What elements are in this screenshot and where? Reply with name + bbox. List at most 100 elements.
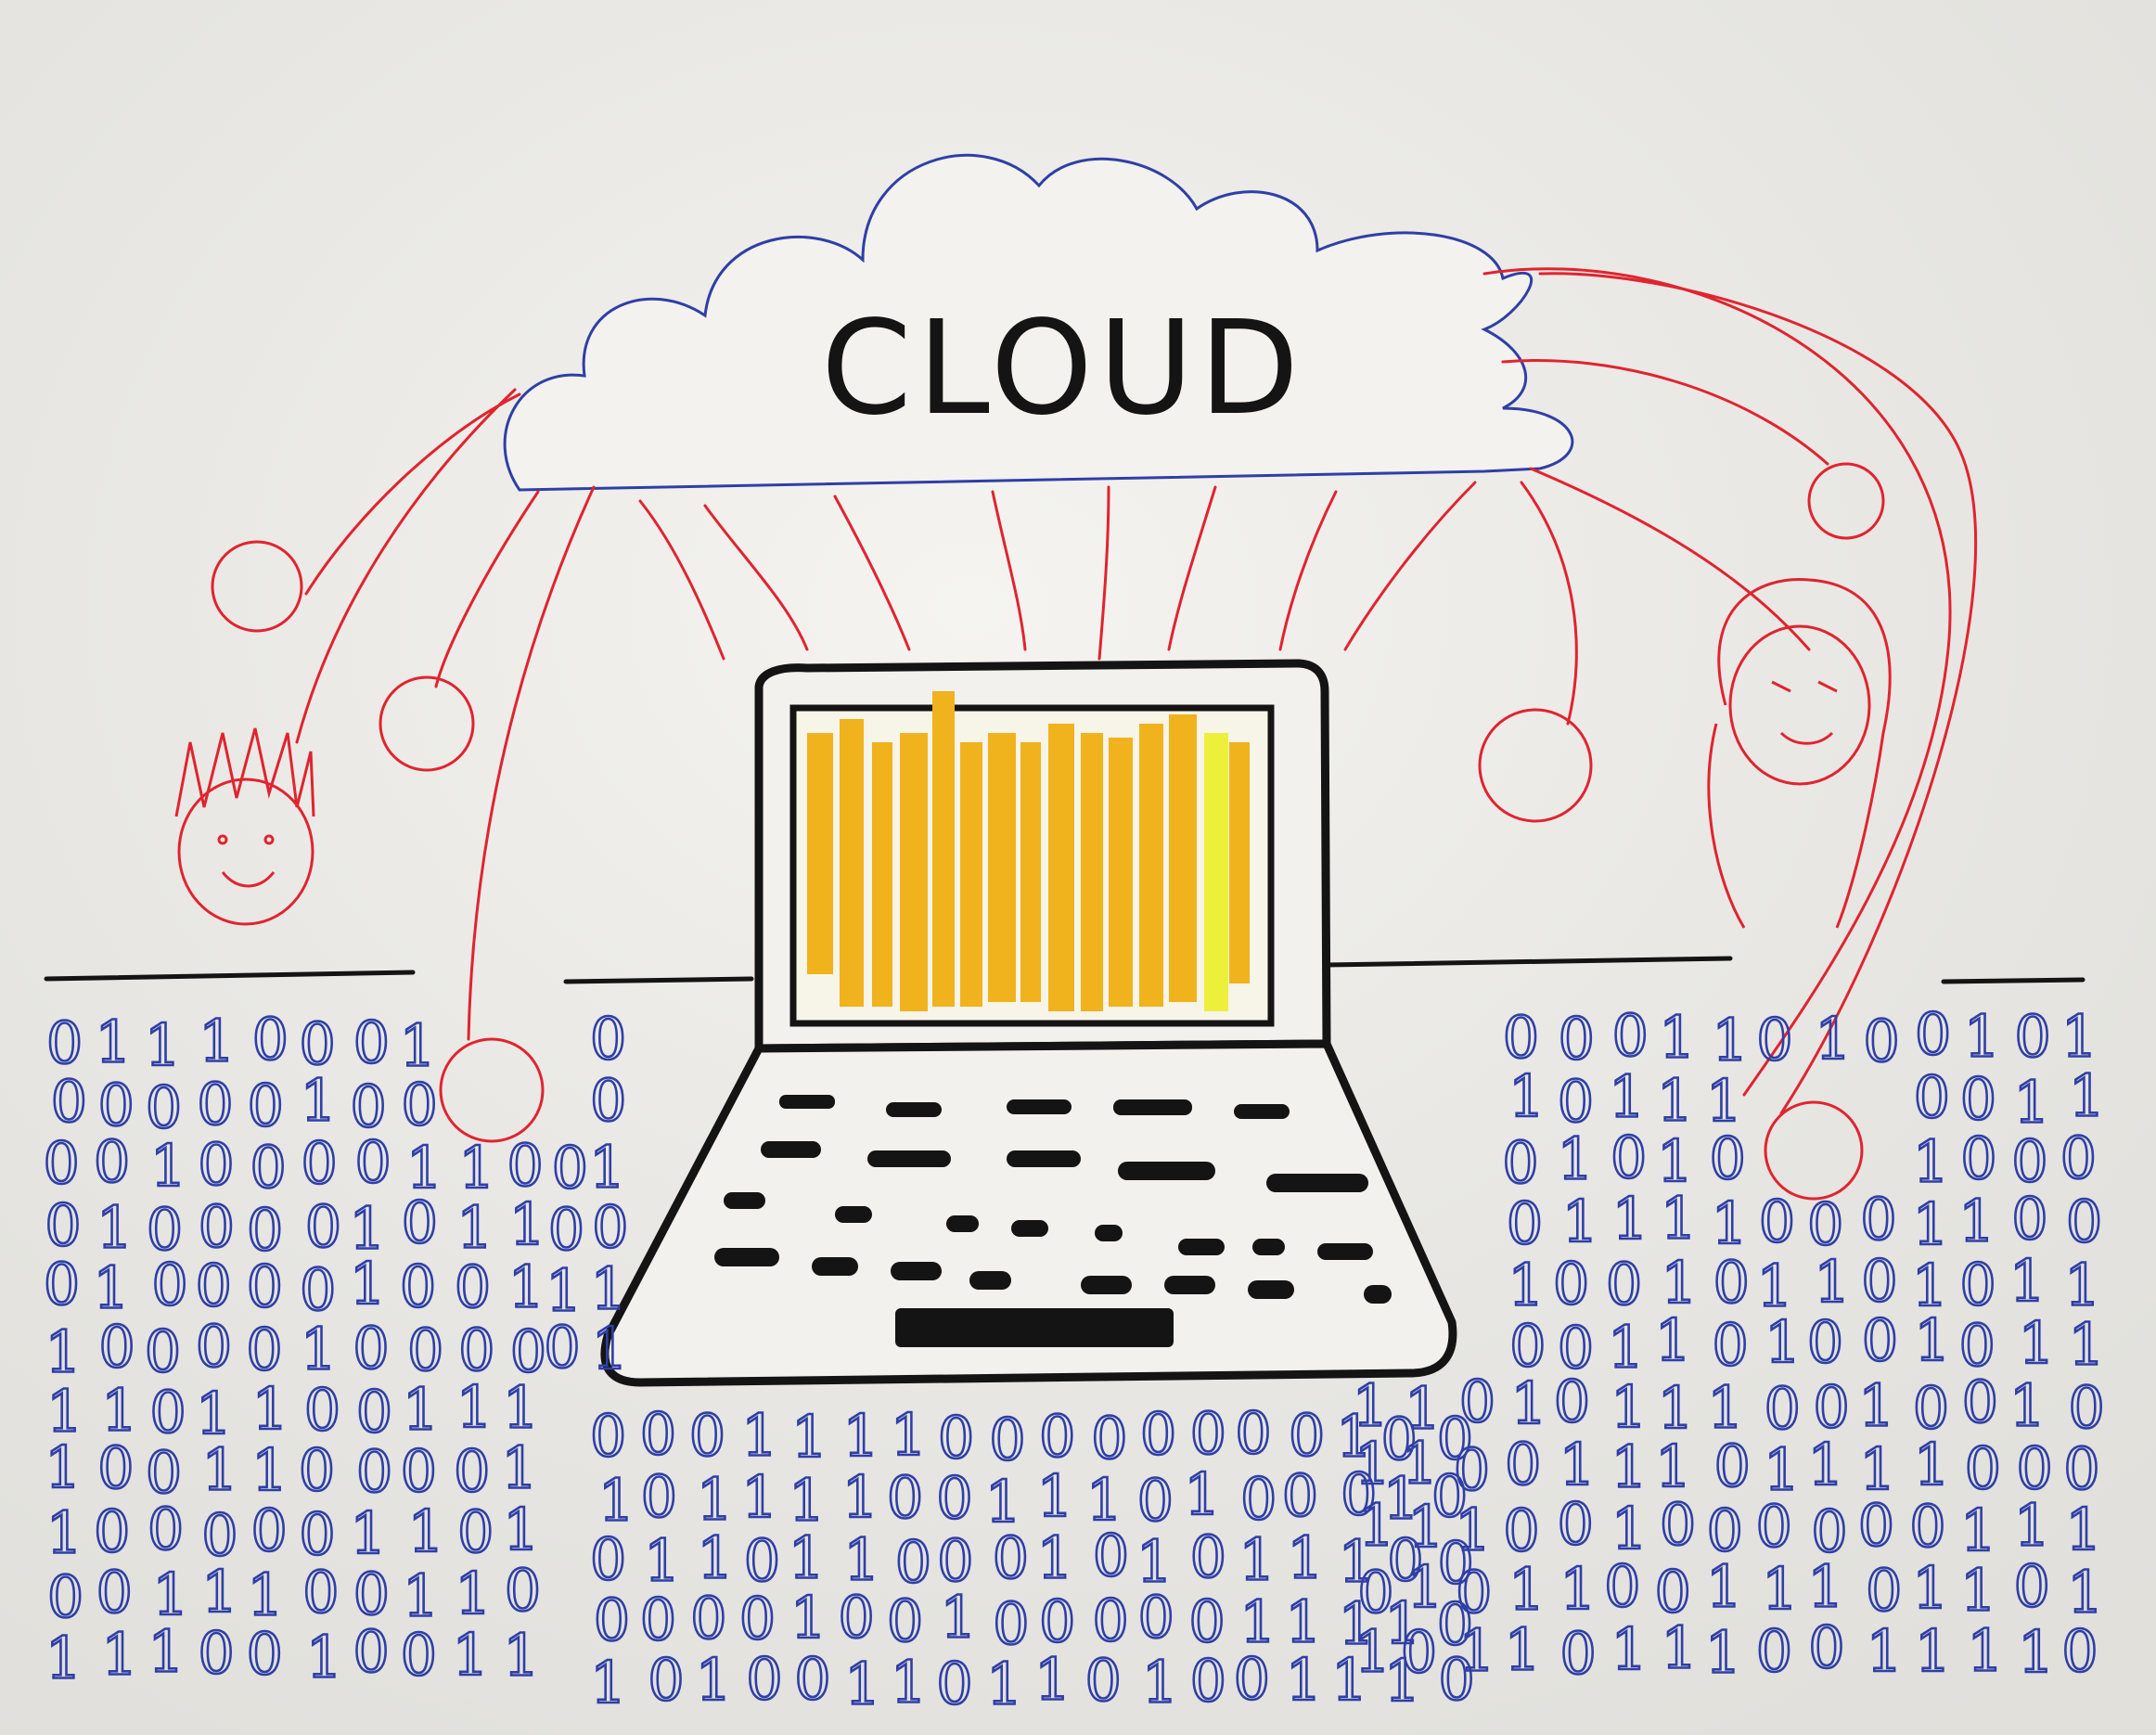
binary-digit: 1: [592, 1315, 628, 1382]
binary-digit: 0: [1861, 1247, 1897, 1315]
binary-digit: 1: [1331, 1646, 1367, 1714]
binary-digit: 1: [2013, 1069, 2049, 1137]
binary-digit: 1: [1458, 1616, 1495, 1684]
binary-digit: 0: [246, 1316, 282, 1383]
head-icon: [211, 540, 303, 633]
binary-digit: 1: [1655, 1306, 1691, 1374]
binary-digit: 1: [456, 1373, 493, 1441]
binary-digit: 0: [46, 1009, 83, 1077]
binary-digit: 0: [1190, 1523, 1226, 1591]
cloud-outline: [503, 154, 1574, 492]
binary-digit: 0: [2068, 1373, 2104, 1441]
binary-digit: 1: [1238, 1526, 1275, 1594]
binary-digit: 0: [1866, 1556, 1902, 1624]
binary-digit: 0: [1765, 1375, 1801, 1443]
binary-digit: 0: [1913, 1374, 1949, 1442]
binary-digit: 1: [1858, 1372, 1894, 1440]
binary-digit: 0: [47, 1563, 83, 1631]
binary-digit: 1: [644, 1527, 680, 1595]
binary-digit: 1: [1339, 1528, 1375, 1596]
binary-digit: 0: [2011, 1127, 2047, 1195]
binary-digit: 0: [1606, 1251, 1642, 1318]
binary-digit: 0: [1085, 1647, 1122, 1715]
binary-digit: 0: [1509, 1312, 1546, 1380]
binary-digit: 1: [1712, 1006, 1748, 1073]
laptop: [600, 659, 1457, 1387]
binary-digit: 1: [1912, 1554, 1948, 1622]
binary-digit: 0: [936, 1464, 972, 1532]
binary-digit: 0: [356, 1438, 392, 1506]
binary-digit: 1: [508, 1253, 545, 1321]
binary-digit: 1: [1807, 1552, 1843, 1620]
binary-digit: 1: [1756, 1252, 1792, 1319]
binary-digit: 0: [1454, 1436, 1490, 1504]
binary-digit: 1: [1657, 1127, 1693, 1195]
binary-digit: 1: [1508, 1062, 1545, 1130]
binary-digit: 1: [1807, 1431, 1843, 1498]
binary-digit: 1: [1407, 1493, 1444, 1561]
binary-digit: 1: [1559, 1555, 1596, 1623]
binary-digit: 0: [938, 1404, 974, 1472]
binary-digit: 0: [1438, 1646, 1474, 1714]
binary-digit: 0: [1188, 1587, 1225, 1655]
binary-digit: 1: [150, 1132, 186, 1200]
binary-digit: 1: [1967, 1616, 2003, 1684]
binary-digit: 1: [2067, 1559, 2103, 1626]
head-icon: [1764, 1100, 1864, 1201]
binary-digit: 1: [1383, 1465, 1419, 1533]
binary-digit: 0: [744, 1527, 780, 1595]
binary-digit: 1: [1353, 1372, 1389, 1440]
binary-digit: 1: [1510, 1369, 1546, 1437]
binary-digit: 1: [145, 1011, 181, 1079]
binary-digit: 1: [306, 1624, 342, 1691]
binary-digit: 0: [197, 1070, 233, 1137]
binary-digit: 0: [2014, 1552, 2050, 1620]
binary-digit: 0: [198, 1619, 234, 1687]
binary-digit: 0: [147, 1196, 183, 1264]
binary-digit: 0: [1756, 1617, 1792, 1685]
binary-digit: 0: [353, 1617, 389, 1685]
head-icon: [379, 675, 475, 772]
binary-digit: 1: [1859, 1435, 1895, 1503]
binary-digit: 1: [456, 1194, 493, 1262]
binary-digit: 0: [1190, 1400, 1226, 1468]
binary-digit: 1: [1815, 1005, 1851, 1073]
binary-digit: 0: [2011, 1185, 2047, 1253]
binary-digit: 1: [1706, 1553, 1742, 1621]
binary-digit: 0: [838, 1584, 874, 1651]
binary-digit: 0: [505, 1557, 541, 1625]
binary-digit: 0: [1190, 1647, 1226, 1715]
binary-digit: 1: [1913, 1127, 1949, 1195]
binary-digit: 1: [349, 1194, 385, 1262]
binary-digit: 1: [45, 1624, 82, 1691]
binary-digit: 1: [789, 1466, 825, 1534]
binary-digit: 1: [1037, 1524, 1073, 1592]
binary-digit: 0: [1959, 1251, 1996, 1318]
binary-digit: 1: [2069, 1061, 2105, 1129]
binary-digit: 1: [1764, 1435, 1800, 1503]
binary-digit: 1: [46, 1378, 83, 1446]
binary-digit: 1: [501, 1434, 537, 1502]
binary-digit: 0: [252, 1006, 289, 1073]
binary-digit: 0: [402, 1189, 438, 1256]
binary-digit: 1: [842, 1463, 879, 1531]
binary-digit: 1: [1611, 1373, 1647, 1441]
binary-digit: 1: [2014, 1492, 2050, 1560]
red-people: [174, 462, 1892, 1201]
binary-digit: 1: [985, 1468, 1021, 1536]
binary-digit: 0: [407, 1316, 443, 1383]
binary-digit: 0: [1807, 1308, 1843, 1376]
binary-digit: 0: [1712, 1311, 1748, 1379]
binary-digit: 0: [96, 1559, 133, 1626]
screen-bars: [807, 691, 1250, 1011]
binary-digit: 1: [1658, 1374, 1694, 1442]
binary-digit: 0: [250, 1134, 286, 1202]
binary-digit: 1: [1339, 1589, 1375, 1657]
binary-digit: 1: [458, 1134, 494, 1202]
binary-digit: 0: [1714, 1433, 1751, 1500]
binary-digit: 1: [1287, 1523, 1323, 1591]
binary-digit: 0: [1807, 1190, 1843, 1258]
binary-digit: 1: [452, 1621, 488, 1689]
binary-digit: 1: [1655, 1433, 1691, 1500]
